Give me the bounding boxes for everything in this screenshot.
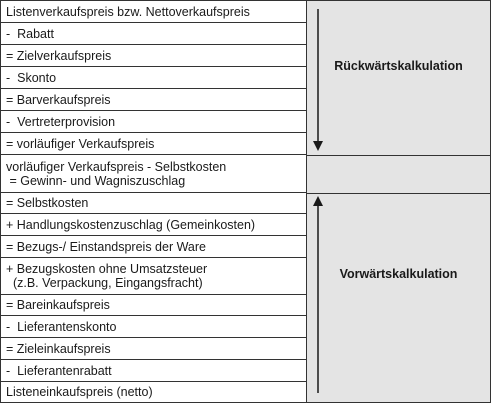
label-vorwaertskalkulation: Vorwärtskalkulation	[339, 267, 458, 281]
step-skonto: - Skonto	[1, 67, 307, 89]
step-listenverkaufspreis: Listenverkaufspreis bzw. Nettoverkaufspr…	[1, 1, 307, 23]
step-zieleinkaufspreis: = Zieleinkaufspreis	[1, 338, 307, 360]
step-lieferantenskonto: - Lieferantenskonto	[1, 316, 307, 338]
formula-line-2: = Gewinn- und Wagniszuschlag	[6, 173, 186, 188]
step-vorlaeufiger-verkaufspreis: = vorläufiger Verkaufspreis	[1, 133, 307, 155]
step-handlungskostenzuschlag: + Handlungskostenzuschlag (Gemeinkosten)	[1, 214, 307, 236]
step-bezugspreis: = Bezugs-/ Einstandspreis der Ware	[1, 236, 307, 258]
step-barverkaufspreis: = Barverkaufspreis	[1, 89, 307, 111]
step-lieferantenrabatt: - Lieferantenrabatt	[1, 360, 307, 382]
direction-column	[307, 1, 490, 402]
gewinn-zuschlag-formula: vorläufiger Verkaufspreis - Selbstkosten…	[1, 155, 307, 193]
step-zielverkaufspreis: = Zielverkaufspreis	[1, 45, 307, 67]
step-vertreterprovision: - Vertreterprovision	[1, 111, 307, 133]
step-bareinkaufspreis: = Bareinkaufspreis	[1, 295, 307, 316]
section-divider-bottom	[307, 193, 490, 194]
bezugskosten-title: + Bezugskosten ohne Umsatzsteuer	[6, 262, 208, 276]
arrow-down-icon	[313, 9, 323, 151]
arrow-up-icon	[313, 196, 323, 393]
label-rueckwaertskalkulation: Rückwärtskalkulation	[334, 59, 463, 73]
step-selbstkosten: = Selbstkosten	[1, 193, 307, 214]
calculation-steps-column: Listenverkaufspreis bzw. Nettoverkaufspr…	[1, 1, 307, 402]
formula-line-1: vorläufiger Verkaufspreis - Selbstkosten	[6, 159, 227, 174]
step-listeneinkaufspreis: Listeneinkaufspreis (netto)	[6, 385, 153, 399]
step-bezugskosten: + Bezugskosten ohne Umsatzsteuer (z.B. V…	[1, 258, 307, 295]
step-rabatt: - Rabatt	[1, 23, 307, 45]
section-divider-top	[307, 155, 490, 156]
direction-arrows	[313, 9, 323, 393]
bezugskosten-detail: (z.B. Verpackung, Eingangsfracht)	[6, 276, 203, 290]
